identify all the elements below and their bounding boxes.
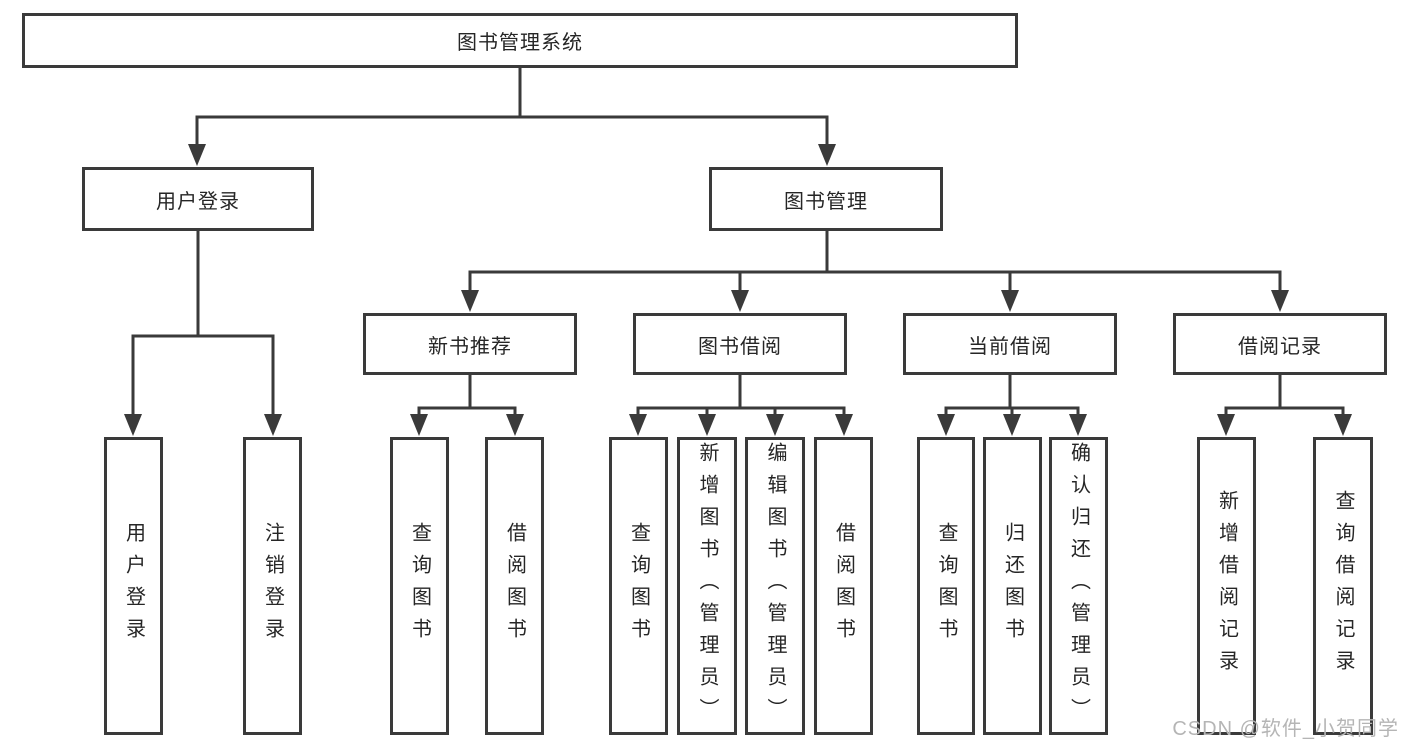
arrow-down-icon xyxy=(766,414,784,436)
connector-borrow-records-split xyxy=(1224,373,1345,420)
leaf-add-books-admin: 新增图书（管理员） xyxy=(677,437,737,735)
node-label: 借阅记录 xyxy=(1238,335,1322,358)
arrow-down-icon xyxy=(629,414,647,436)
leaf-add-borrow-record: 新增借阅记录 xyxy=(1197,437,1256,735)
arrow-down-icon xyxy=(1271,290,1289,312)
arrow-down-icon xyxy=(835,414,853,436)
leaf-borrow-books-borrowing: 借阅图书 xyxy=(814,437,873,735)
leaf-logout-login: 注销登录 xyxy=(243,437,302,735)
leaf-query-books-current: 查询图书 xyxy=(917,437,975,735)
connector-cur-borrow-split xyxy=(944,373,1080,420)
node-borrowing-records: 借阅记录 xyxy=(1173,313,1387,375)
leaf-label: 新增借阅记录 xyxy=(1215,490,1238,682)
leaf-label: 查询图书 xyxy=(935,522,957,650)
node-label: 新书推荐 xyxy=(428,335,512,358)
leaf-label: 确认归还（管理员） xyxy=(1067,442,1090,730)
connector-new-rec-split xyxy=(417,373,517,420)
node-book-borrowing: 图书借阅 xyxy=(633,313,847,375)
arrow-down-icon xyxy=(1069,414,1087,436)
arrow-down-icon xyxy=(1001,290,1019,312)
arrow-down-icon xyxy=(264,414,282,436)
arrow-down-icon xyxy=(188,144,206,166)
leaf-confirm-return-admin: 确认归还（管理员） xyxy=(1049,437,1108,735)
arrow-down-icon xyxy=(937,414,955,436)
connector-book-borrow-split xyxy=(636,373,846,420)
arrow-down-icon xyxy=(818,144,836,166)
leaf-user-login: 用户登录 xyxy=(104,437,163,735)
arrow-down-icon xyxy=(698,414,716,436)
leaf-label: 新增图书（管理员） xyxy=(696,442,718,730)
leaf-query-books-recommend: 查询图书 xyxy=(390,437,449,735)
leaf-label: 借阅图书 xyxy=(503,522,526,650)
leaf-label: 查询图书 xyxy=(627,522,650,650)
leaf-edit-books-admin: 编辑图书（管理员） xyxy=(745,437,805,735)
arrow-down-icon xyxy=(1334,414,1352,436)
arrow-down-icon xyxy=(1003,414,1021,436)
node-new-book-recommend: 新书推荐 xyxy=(363,313,577,375)
leaf-label: 用户登录 xyxy=(122,522,145,650)
leaf-label: 查询图书 xyxy=(408,522,431,650)
node-label: 图书管理系统 xyxy=(457,32,583,54)
leaf-label: 注销登录 xyxy=(261,522,284,650)
arrow-down-icon xyxy=(1217,414,1235,436)
leaf-label: 归还图书 xyxy=(1001,522,1024,650)
arrow-down-icon xyxy=(461,290,479,312)
arrow-down-icon xyxy=(506,414,524,436)
node-library-management-system: 图书管理系统 xyxy=(22,13,1018,68)
connector-root-split xyxy=(195,66,829,150)
leaf-label: 查询借阅记录 xyxy=(1332,490,1354,682)
arrow-down-icon xyxy=(124,414,142,436)
node-book-management: 图书管理 xyxy=(709,167,943,231)
node-user-login: 用户登录 xyxy=(82,167,314,231)
leaf-label: 借阅图书 xyxy=(832,522,855,650)
leaf-query-books-borrowing: 查询图书 xyxy=(609,437,668,735)
arrow-down-icon xyxy=(410,414,428,436)
node-current-borrowing: 当前借阅 xyxy=(903,313,1117,375)
csdn-watermark: CSDN @软件_小贺同学 xyxy=(1172,718,1399,740)
node-label: 当前借阅 xyxy=(968,335,1052,358)
node-label: 图书管理 xyxy=(784,190,868,213)
node-label: 图书借阅 xyxy=(698,335,782,358)
leaf-label: 编辑图书（管理员） xyxy=(764,442,786,730)
connector-book-mgmt-split xyxy=(468,229,1282,295)
node-label: 用户登录 xyxy=(156,190,240,213)
connector-user-login-split xyxy=(131,229,275,420)
arrow-down-icon xyxy=(731,290,749,312)
leaf-return-books: 归还图书 xyxy=(983,437,1042,735)
leaf-borrow-books-recommend: 借阅图书 xyxy=(485,437,544,735)
leaf-query-borrow-record: 查询借阅记录 xyxy=(1313,437,1373,735)
